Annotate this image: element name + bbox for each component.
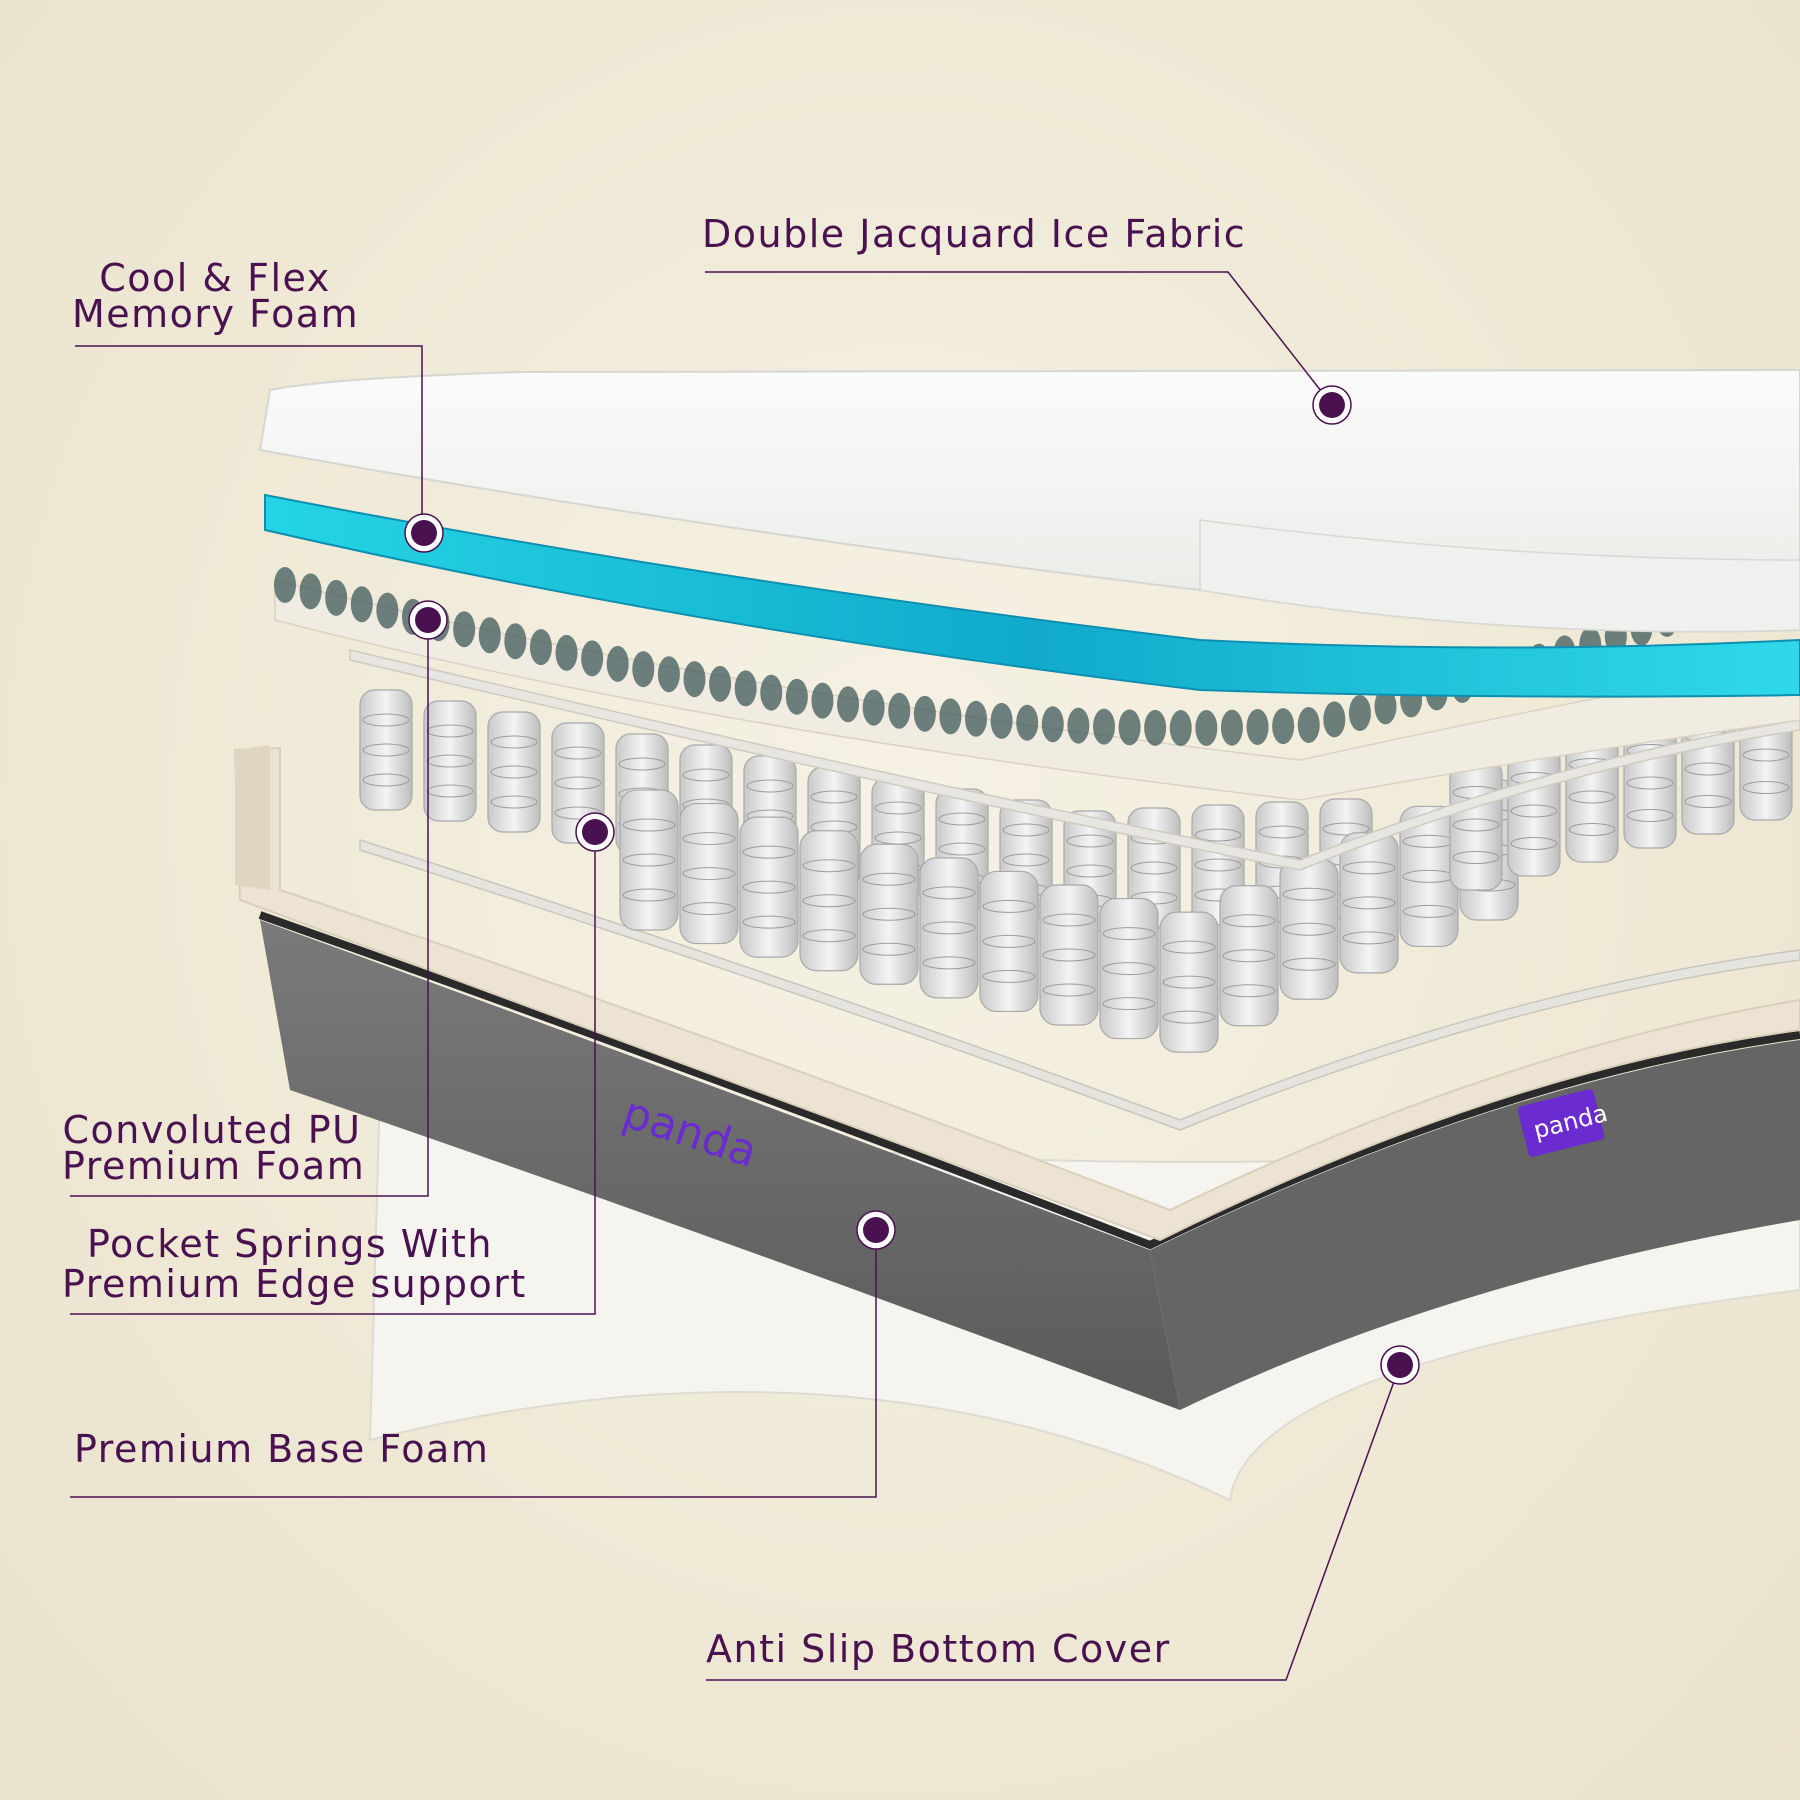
- pocket-springs: [359, 689, 1793, 1053]
- callout-line-convoluted-foam: [70, 620, 429, 1197]
- base-foam-top-edge: [258, 911, 1800, 1250]
- convolution-ridge: [1169, 710, 1192, 747]
- pocket-spring: [423, 700, 477, 822]
- label-top-fabric: Double Jacquard Ice Fabric: [702, 212, 1247, 256]
- label-bottom-cover: Anti Slip Bottom Cover: [706, 1627, 1171, 1671]
- convolution-ridge: [632, 651, 655, 688]
- convolution-ridge: [1297, 707, 1320, 744]
- marker-bottom-cover-icon: [1380, 1345, 1420, 1385]
- convolution-ridge: [657, 656, 680, 693]
- convolution-ridge: [376, 592, 399, 629]
- convolution-ridge: [1092, 708, 1115, 745]
- convolution-ridge: [581, 640, 604, 677]
- upper-sheet: [349, 649, 1800, 871]
- base-foam-side: [1150, 1040, 1800, 1410]
- convolution-ridge: [504, 623, 527, 660]
- memory-foam-layer: [264, 493, 1800, 698]
- label-base-foam: Premium Base Foam: [74, 1427, 490, 1471]
- convolution-ridge: [837, 686, 860, 723]
- pocket-spring: [619, 789, 679, 931]
- marker-memory-foam-icon: [404, 513, 444, 553]
- convolution-ridge: [913, 695, 936, 732]
- convolution-ridge: [683, 661, 706, 698]
- convolution-ridge: [1067, 707, 1090, 744]
- convolution-ridge: [1195, 709, 1218, 746]
- pocket-spring: [919, 857, 979, 999]
- convolution-ridge: [299, 573, 322, 610]
- callout-lines: [70, 271, 1401, 1681]
- convolution-ridge: [965, 700, 988, 737]
- convolution-ridge: [274, 567, 296, 603]
- pocket-spring: [1219, 885, 1279, 1027]
- marker-pocket-springs-icon: [575, 812, 615, 852]
- convolution-ridge: [1348, 695, 1371, 732]
- convolution-ridge: [709, 665, 732, 702]
- label-memory-foam: Cool & Flex Memory Foam: [72, 259, 358, 333]
- marker-top-fabric-icon: [1312, 385, 1352, 425]
- pocket-spring: [859, 843, 919, 985]
- convoluted-foam-layer: [274, 579, 1800, 801]
- callout-markers: [404, 385, 1420, 1385]
- label-convoluted-foam-line2: Premium Foam: [62, 1144, 366, 1188]
- convolution-ridge: [606, 645, 629, 682]
- pocket-spring: [487, 711, 541, 833]
- label-memory-foam-line1: Cool & Flex: [99, 256, 331, 300]
- convolution-ridge: [811, 682, 834, 719]
- pocket-spring: [1279, 858, 1339, 1000]
- pocket-spring: [799, 830, 859, 972]
- callout-line-bottom-cover: [706, 1364, 1401, 1681]
- label-memory-foam-line2: Memory Foam: [72, 292, 360, 336]
- convolution-ridge: [1118, 709, 1141, 746]
- pocket-spring: [1507, 745, 1561, 877]
- convolution-ridge: [760, 674, 783, 711]
- convolution-ridge: [1246, 709, 1269, 746]
- pocket-spring: [1099, 897, 1159, 1040]
- top-fabric-front-edge: [1199, 519, 1800, 633]
- convolution-ridge: [1272, 708, 1295, 745]
- convolution-ridge: [939, 698, 962, 735]
- callout-line-base-foam: [70, 1230, 877, 1498]
- brand-tag: [1517, 1089, 1605, 1157]
- convolution-ridge: [1323, 701, 1346, 738]
- label-pocket-springs-line1: Pocket Springs With: [87, 1222, 493, 1266]
- convolution-ridge: [990, 702, 1013, 739]
- convolution-ridge: [1374, 688, 1397, 725]
- convolution-ridge: [1220, 709, 1243, 746]
- foam-tray: [233, 746, 1800, 1242]
- label-pocket-springs-line2: Premium Edge support: [62, 1262, 527, 1306]
- convolution-ridge: [734, 670, 757, 707]
- pocket-spring: [679, 802, 739, 945]
- callout-line-top-fabric: [705, 271, 1333, 406]
- callout-line-pocket-springs: [70, 832, 596, 1315]
- convolution-ridge: [453, 611, 476, 648]
- pocket-spring: [359, 689, 413, 811]
- convolution-ridge: [1016, 704, 1039, 741]
- convolution-ridge: [555, 634, 578, 671]
- label-convoluted-foam-line1: Convoluted PU: [62, 1108, 362, 1152]
- convolution-ridge: [862, 689, 885, 726]
- convolution-ridge: [888, 692, 911, 729]
- base-foam-body: [260, 920, 1180, 1410]
- pocket-spring: [739, 816, 799, 958]
- pocket-spring: [979, 870, 1039, 1013]
- lower-sheet: [359, 838, 1800, 1131]
- convolution-ridge: [1144, 709, 1167, 746]
- pocket-spring: [1159, 911, 1219, 1053]
- convolution-ridge: [478, 617, 501, 654]
- marker-base-foam-icon: [856, 1210, 896, 1250]
- foam-edge-support: [235, 745, 270, 890]
- marker-convoluted-foam-icon: [408, 600, 448, 640]
- label-pocket-springs: Pocket Springs With Premium Edge support: [62, 1222, 527, 1306]
- convolution-ridge: [350, 586, 373, 623]
- label-convoluted-foam: Convoluted PU Premium Foam: [62, 1108, 366, 1188]
- convolution-ridge: [325, 579, 348, 616]
- convolution-ridge: [529, 629, 552, 666]
- convolution-ridge: [785, 678, 808, 715]
- pocket-spring: [1339, 832, 1399, 974]
- convolution-ridge: [1041, 706, 1064, 743]
- pocket-spring: [1449, 759, 1503, 891]
- pocket-spring: [1039, 884, 1099, 1026]
- callout-line-memory-foam: [75, 345, 423, 535]
